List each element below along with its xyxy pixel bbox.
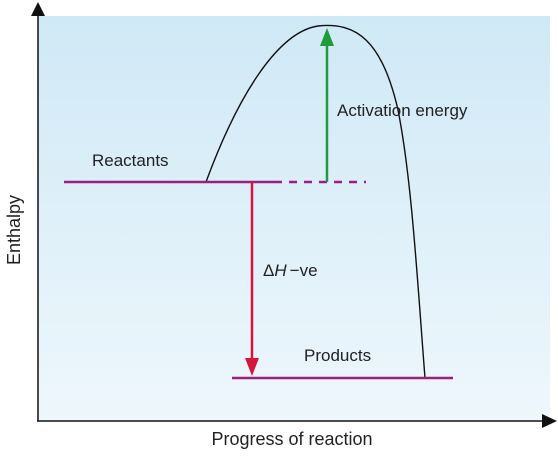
- negative-sign-text: −ve: [290, 261, 318, 280]
- x-axis-arrowhead: [542, 414, 557, 428]
- reaction-curve: [205, 24, 426, 379]
- enthalpy-change-label: ΔH−ve: [263, 261, 318, 280]
- products-label: Products: [304, 346, 371, 365]
- reactants-label: Reactants: [92, 151, 169, 170]
- x-axis-label: Progress of reaction: [211, 429, 372, 449]
- activation-energy-label: Activation energy: [337, 101, 468, 120]
- y-axis-arrowhead: [31, 2, 45, 16]
- enthalpy-change-arrow: [245, 182, 259, 376]
- y-axis-label: Enthalpy: [4, 195, 24, 265]
- h-symbol: H: [274, 261, 287, 280]
- axes: [31, 2, 557, 428]
- delta-symbol: Δ: [263, 261, 274, 280]
- activation-energy-arrow: [320, 28, 334, 182]
- plot-background: [38, 16, 550, 420]
